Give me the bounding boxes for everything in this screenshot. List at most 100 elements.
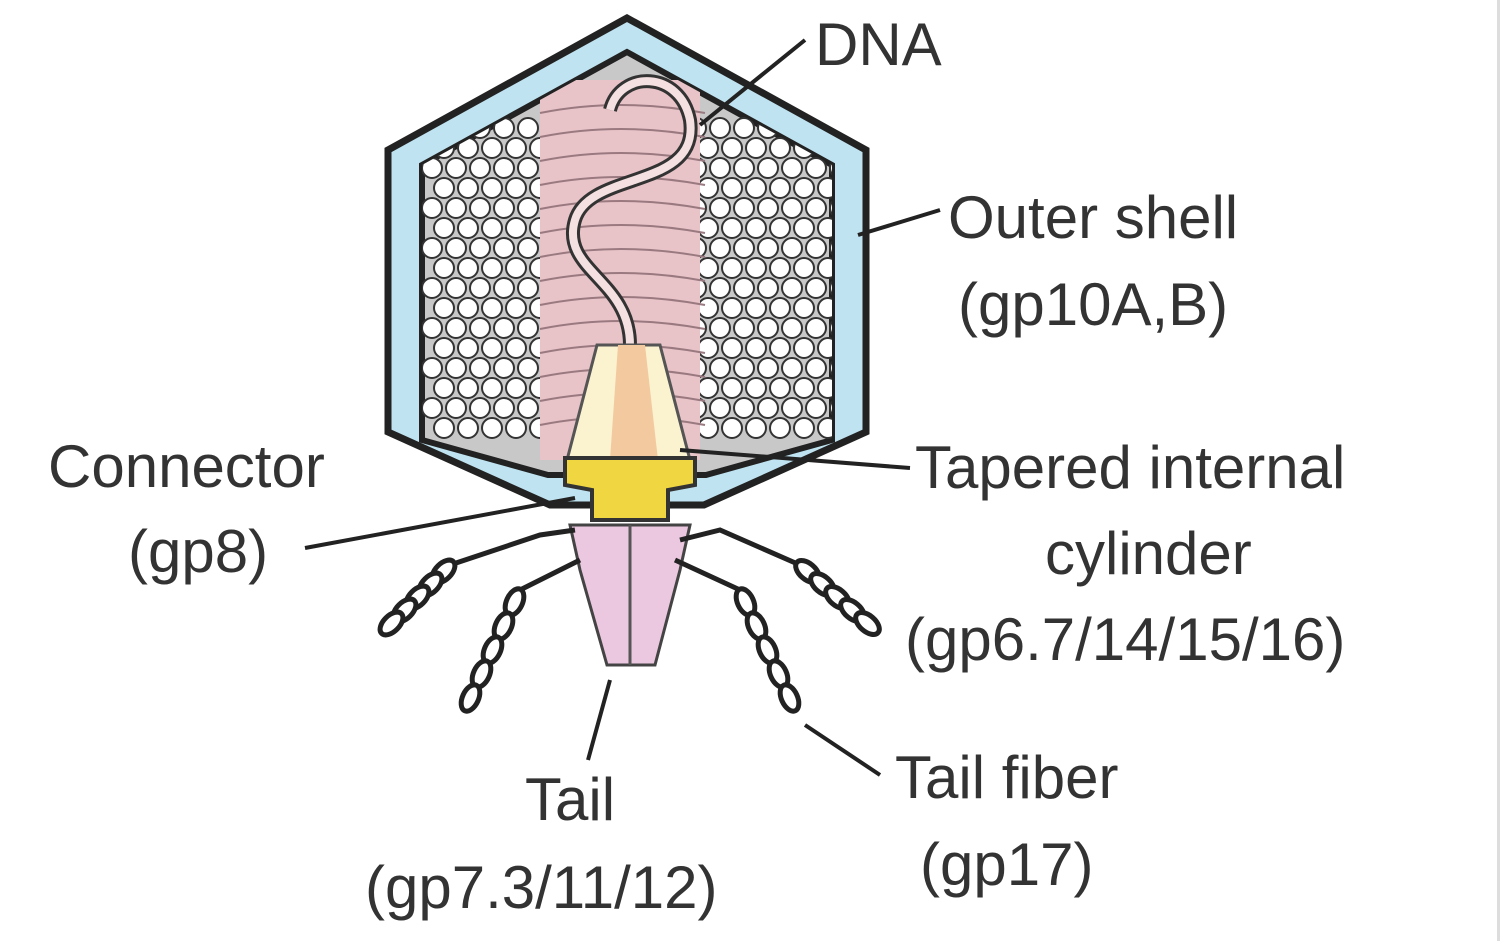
- capsid-protein: [829, 397, 832, 419]
- capsid-protein: [733, 197, 755, 219]
- capsid-protein: [805, 357, 827, 379]
- capsid-protein: [422, 357, 443, 379]
- capsid-protein: [757, 157, 779, 179]
- capsid-protein: [745, 417, 767, 439]
- capsid-protein: [517, 277, 539, 299]
- capsid-protein: [781, 197, 803, 219]
- capsid-protein: [457, 337, 479, 359]
- label-tail-fiber-proteins: (gp17): [920, 831, 1093, 898]
- capsid-protein: [817, 337, 832, 359]
- capsid-protein: [817, 257, 832, 279]
- capsid-protein: [517, 157, 539, 179]
- capsid-protein: [457, 377, 479, 399]
- capsid-protein: [445, 317, 467, 339]
- capsid-protein: [769, 377, 791, 399]
- capsid-protein: [505, 337, 527, 359]
- capsid-protein: [781, 157, 803, 179]
- capsid-protein: [829, 197, 832, 219]
- capsid-protein: [817, 417, 832, 439]
- capsid-protein: [793, 377, 815, 399]
- capsid-protein: [481, 377, 503, 399]
- capsid-protein: [805, 237, 827, 259]
- capsid-protein: [721, 257, 743, 279]
- label-cylinder-line2: cylinder: [1045, 520, 1252, 587]
- capsid-protein: [757, 277, 779, 299]
- capsid-protein: [481, 257, 503, 279]
- capsid-protein: [697, 297, 719, 319]
- tail-fiber-segment: [458, 682, 483, 714]
- capsid-protein: [457, 257, 479, 279]
- capsid-protein: [769, 217, 791, 239]
- capsid-protein: [721, 297, 743, 319]
- capsid-protein: [781, 397, 803, 419]
- dna-coil: [539, 200, 706, 210]
- capsid-protein: [745, 257, 767, 279]
- capsid-protein: [721, 177, 743, 199]
- capsid-protein: [445, 397, 467, 419]
- capsid-protein: [733, 317, 755, 339]
- capsid-protein: [793, 217, 815, 239]
- capsid-protein: [769, 417, 791, 439]
- capsid-protein: [721, 217, 743, 239]
- capsid-protein: [697, 417, 719, 439]
- label-connector-proteins: (gp8): [128, 518, 268, 585]
- capsid-protein: [733, 397, 755, 419]
- capsid-protein: [829, 357, 832, 379]
- capsid-protein: [433, 417, 455, 439]
- capsid-protein: [697, 137, 719, 159]
- capsid-protein: [745, 217, 767, 239]
- capsid-protein: [493, 397, 515, 419]
- capsid-protein: [745, 337, 767, 359]
- capsid-protein: [709, 397, 731, 419]
- capsid-protein: [733, 237, 755, 259]
- dna-coil: [539, 224, 706, 234]
- capsid-protein: [709, 237, 731, 259]
- capsid-protein: [493, 357, 515, 379]
- capsid-protein: [505, 137, 527, 159]
- capsid-protein: [469, 277, 491, 299]
- capsid-protein: [745, 297, 767, 319]
- capsid-protein: [493, 157, 515, 179]
- capsid-protein: [817, 217, 832, 239]
- label-cylinder-proteins: (gp6.7/14/15/16): [905, 606, 1345, 673]
- capsid-protein: [469, 157, 491, 179]
- capsid-protein: [445, 157, 467, 179]
- capsid-protein: [481, 297, 503, 319]
- capsid-protein: [769, 137, 791, 159]
- label-tail-fiber: Tail fiber: [895, 744, 1118, 811]
- capsid-protein: [805, 197, 827, 219]
- capsid-protein: [709, 157, 731, 179]
- capsid-protein: [829, 277, 832, 299]
- capsid-protein: [457, 177, 479, 199]
- capsid-protein: [517, 357, 539, 379]
- capsid-protein: [469, 197, 491, 219]
- capsid-protein: [493, 197, 515, 219]
- capsid-protein: [745, 137, 767, 159]
- capsid-protein: [721, 337, 743, 359]
- connector: [563, 456, 697, 522]
- capsid-protein: [697, 257, 719, 279]
- capsid-protein: [709, 277, 731, 299]
- capsid-protein: [505, 417, 527, 439]
- capsid-protein: [445, 197, 467, 219]
- dna-coil: [539, 176, 706, 186]
- capsid-protein: [505, 257, 527, 279]
- capsid-protein: [469, 237, 491, 259]
- label-tail: Tail: [525, 766, 615, 833]
- capsid-protein: [505, 297, 527, 319]
- capsid-protein: [422, 197, 443, 219]
- capsid-protein: [457, 297, 479, 319]
- capsid-protein: [422, 237, 443, 259]
- capsid-protein: [721, 137, 743, 159]
- tail-fibers: [377, 527, 882, 714]
- capsid-protein: [457, 417, 479, 439]
- capsid-protein: [709, 317, 731, 339]
- capsid-protein: [733, 357, 755, 379]
- label-outer-shell-proteins: (gp10A,B): [958, 271, 1228, 338]
- capsid-protein: [469, 317, 491, 339]
- label-outer-shell: Outer shell: [948, 184, 1238, 251]
- capsid-protein: [757, 237, 779, 259]
- capsid-protein: [697, 337, 719, 359]
- capsid-protein: [829, 157, 832, 179]
